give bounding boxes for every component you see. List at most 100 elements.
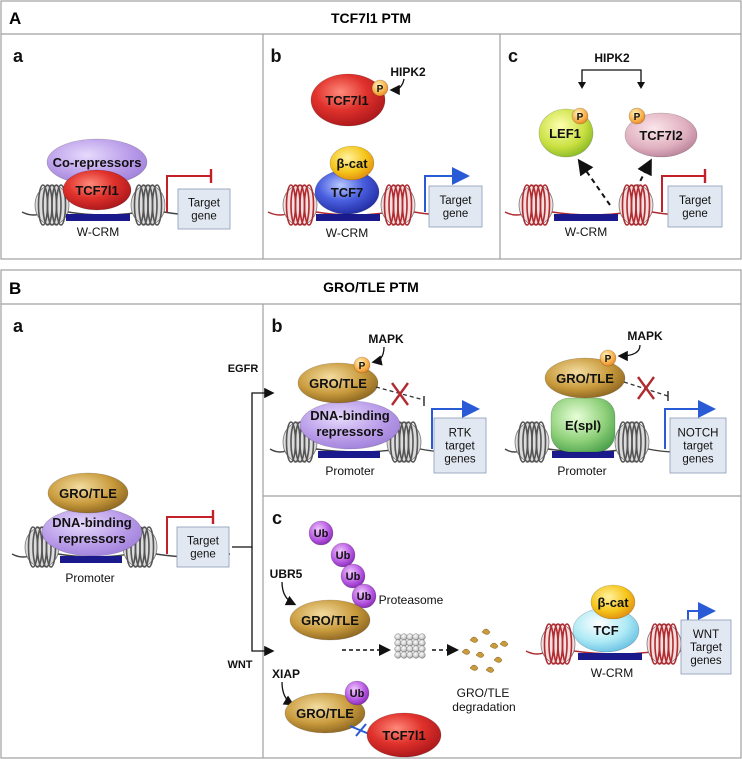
a-c-wcrm-site	[554, 214, 618, 221]
a-c-target-gene-label: gene	[682, 208, 708, 220]
a-c-hipk2-bracket	[581, 69, 642, 84]
a-b-target-gene	[428, 185, 483, 228]
b-c-ub-single-label: Ub	[350, 688, 365, 700]
a-c-hipk2-arrowhead-left	[578, 82, 586, 89]
a-a-tcf7l1	[62, 169, 132, 211]
a-b-p-ball-label: P	[377, 84, 384, 95]
b-c-bcat	[590, 584, 636, 620]
b-c-wnt-genes-label: genes	[690, 655, 722, 667]
a-c-nucleosome-right	[618, 184, 654, 226]
a-c-repress-arrow	[661, 175, 705, 212]
b-c-ubr5-arrow	[281, 581, 297, 606]
section-a-frame	[0, 0, 742, 260]
a-c-tcf7l2-label: TCF7l2	[639, 128, 682, 143]
b-b-mapk-label-2: MAPK	[627, 329, 663, 343]
b-b-repressors-label-1: DNA-binding	[310, 408, 389, 423]
panel-b-b-letter: b	[272, 316, 283, 336]
b-c-degradation-label-2: degradation	[452, 700, 515, 714]
b-a-target-gene-label: Target	[187, 536, 220, 548]
a-b-nucleosome-right	[380, 184, 416, 226]
b-egfr-branch	[232, 387, 275, 548]
a-c-dashed-arrow-tcf7l2	[627, 158, 652, 206]
b-a-promoter-site	[60, 556, 122, 563]
b-b-activate-arrow-1	[431, 400, 480, 449]
b-b-p-ball-2-label: P	[605, 354, 612, 365]
a-c-hipk2-arrowhead-right	[637, 82, 645, 89]
b-c-ub-single	[344, 680, 370, 706]
a-c-hipk2-label: HIPK2	[594, 51, 630, 65]
b-b-rtk-genes-label: target	[445, 441, 475, 453]
b-b-rtk-genes-label: RTK	[449, 428, 472, 440]
b-c-proteasome-label: Proteasome	[379, 593, 444, 607]
a-a-target-gene-label: Target	[188, 198, 221, 210]
panel-a-a-letter: a	[13, 46, 24, 66]
a-b-target-gene-label: gene	[443, 208, 469, 220]
b-a-promoter-label: Promoter	[65, 571, 114, 585]
a-a-nucleosome-left	[34, 184, 70, 226]
b-c-xiap-arrow	[281, 681, 295, 706]
b-c-tcf7l1-link-bar	[355, 723, 367, 737]
b-c-tcf7l1	[366, 712, 442, 758]
b-b-promoter-site-2	[552, 451, 614, 458]
b-b-rtk-genes-label: genes	[444, 454, 476, 466]
b-wnt-label: WNT	[227, 659, 252, 671]
a-b-tcf7l1-free	[310, 73, 386, 127]
a-c-p-ball-tcf7l2-label: P	[634, 112, 641, 123]
panel-a-b-letter: b	[271, 46, 282, 66]
b-b-notch-genes-label: genes	[682, 454, 714, 466]
b-c-ub-chain-3	[340, 563, 366, 589]
panel-b-c-letter: c	[272, 508, 282, 528]
a-c-dashed-arrow-lef1	[577, 158, 611, 206]
b-b-grotle-label-1: GRO/TLE	[309, 376, 367, 391]
b-b-p-ball-2	[599, 349, 617, 367]
a-a-tcf7l1-label: TCF7l1	[75, 183, 118, 198]
b-a-repressors-label-1: DNA-binding	[52, 515, 131, 530]
b-b-notch-genes-label: NOTCH	[678, 428, 719, 440]
b-b-espl-label: E(spl)	[565, 418, 601, 433]
b-b-grotle-1	[297, 362, 379, 404]
a-c-nucleosome-left	[518, 184, 554, 226]
b-egfr-label: EGFR	[228, 363, 259, 375]
a-c-wcrm-label: W-CRM	[565, 225, 607, 239]
b-b-nucleosome-4	[614, 421, 650, 463]
b-b-cross-1	[391, 382, 409, 406]
b-c-grotle-bottom	[284, 692, 366, 734]
b-c-ub-chain-1	[308, 520, 334, 546]
a-a-repress-arrow	[166, 175, 211, 212]
b-a-repress-arrow	[166, 516, 213, 554]
b-c-tcf-label: TCF	[593, 623, 618, 638]
a-c-lef1-label: LEF1	[549, 126, 581, 141]
panel-a-c-letter: c	[508, 46, 518, 66]
a-b-wcrm-label: W-CRM	[326, 226, 368, 240]
a-b-tcf7l1-label: TCF7l1	[325, 93, 368, 108]
a-c-target-gene-label: Target	[679, 195, 712, 207]
section-b-frame	[0, 269, 742, 759]
b-a-repressors-label-2: repressors	[58, 531, 125, 546]
b-b-repressors-label-2: repressors	[316, 424, 383, 439]
b-b-promoter-label-1: Promoter	[325, 464, 374, 478]
b-c-ub-chain-2	[330, 542, 356, 568]
b-c-wcrm-label: W-CRM	[591, 666, 633, 680]
b-c-tcf7l1-label: TCF7l1	[382, 728, 425, 743]
b-b-activate-arrow-2	[664, 400, 716, 449]
b-c-proteasome	[394, 633, 426, 659]
b-c-wnt-genes	[680, 619, 732, 675]
b-b-cross-2	[637, 376, 655, 400]
a-b-hipk2-arrow	[389, 78, 405, 96]
a-b-hipk2-label: HIPK2	[390, 65, 426, 79]
a-a-wcrm-site	[66, 214, 130, 221]
section-b-title: GRO/TLE PTM	[323, 279, 419, 295]
b-c-xiap-label: XIAP	[272, 667, 300, 681]
b-a-grotle-label: GRO/TLE	[59, 486, 117, 501]
panel-b-a-letter: a	[13, 316, 24, 336]
a-c-p-ball-lef1-label: P	[577, 112, 584, 123]
section-a-title: TCF7l1 PTM	[331, 10, 411, 26]
b-c-ub-chain-4	[351, 583, 377, 609]
b-c-grotle-bottom-label: GRO/TLE	[296, 706, 354, 721]
b-a-target-gene	[176, 526, 230, 568]
b-c-degradation-label-1: GRO/TLE	[457, 686, 510, 700]
b-b-promoter-site-1	[318, 451, 380, 458]
a-b-nucleosome-left	[282, 184, 318, 226]
b-c-grotle-top	[289, 599, 371, 641]
